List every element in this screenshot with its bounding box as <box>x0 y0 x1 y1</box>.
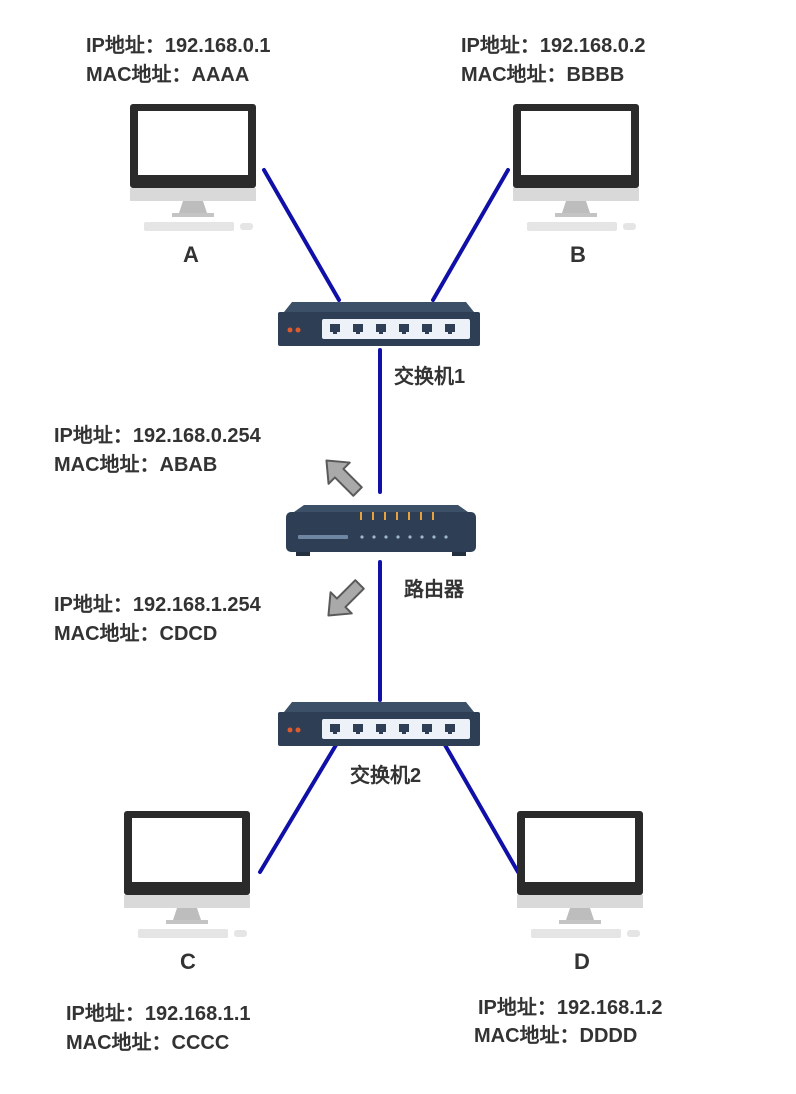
router-interface-1-ip-label: IP地址：192.168.1.254 <box>54 594 261 616</box>
network-links <box>258 168 520 874</box>
link-switch2-c <box>258 743 338 874</box>
host-b-ip-label: IP地址：192.168.0.2 <box>461 35 646 57</box>
host-d-mac-label: MAC地址：DDDD <box>474 1025 638 1047</box>
host-d-name: D <box>574 949 590 974</box>
host-b-name: B <box>570 242 586 267</box>
link-a-switch1 <box>262 168 341 302</box>
computer-b-icon <box>513 104 639 231</box>
switch1-name: 交换机1 <box>394 366 466 388</box>
arrow-to-interface-1-icon <box>327 579 365 617</box>
computer-d-icon <box>517 811 643 938</box>
router-interface-0-ip-label: IP地址：192.168.0.254 <box>54 425 261 447</box>
host-b-mac-label: MAC地址：BBBB <box>461 64 625 86</box>
host-a-ip-label: IP地址：192.168.0.1 <box>86 35 271 57</box>
router-interface-0-mac-label: MAC地址：ABAB <box>54 454 218 476</box>
link-switch2-d <box>443 743 520 874</box>
computer-c-icon <box>124 811 250 938</box>
link-b-switch1 <box>431 168 510 302</box>
host-c-ip-label: IP地址：192.168.1.1 <box>66 1003 251 1025</box>
host-a-name: A <box>183 242 199 267</box>
arrow-to-interface-0-icon <box>325 459 363 497</box>
switch2-name: 交换机2 <box>350 765 422 787</box>
switch1-icon <box>278 302 480 346</box>
host-d-ip-label: IP地址：192.168.1.2 <box>478 997 663 1019</box>
computer-a-icon <box>130 104 256 231</box>
host-c-name: C <box>180 949 196 974</box>
router-name: 路由器 <box>404 579 464 601</box>
router-interface-1-mac-label: MAC地址：CDCD <box>54 623 218 645</box>
host-a-mac-label: MAC地址：AAAA <box>86 64 250 86</box>
host-c-mac-label: MAC地址：CCCC <box>66 1032 230 1054</box>
router-icon <box>286 505 476 556</box>
switch2-icon <box>278 702 480 746</box>
